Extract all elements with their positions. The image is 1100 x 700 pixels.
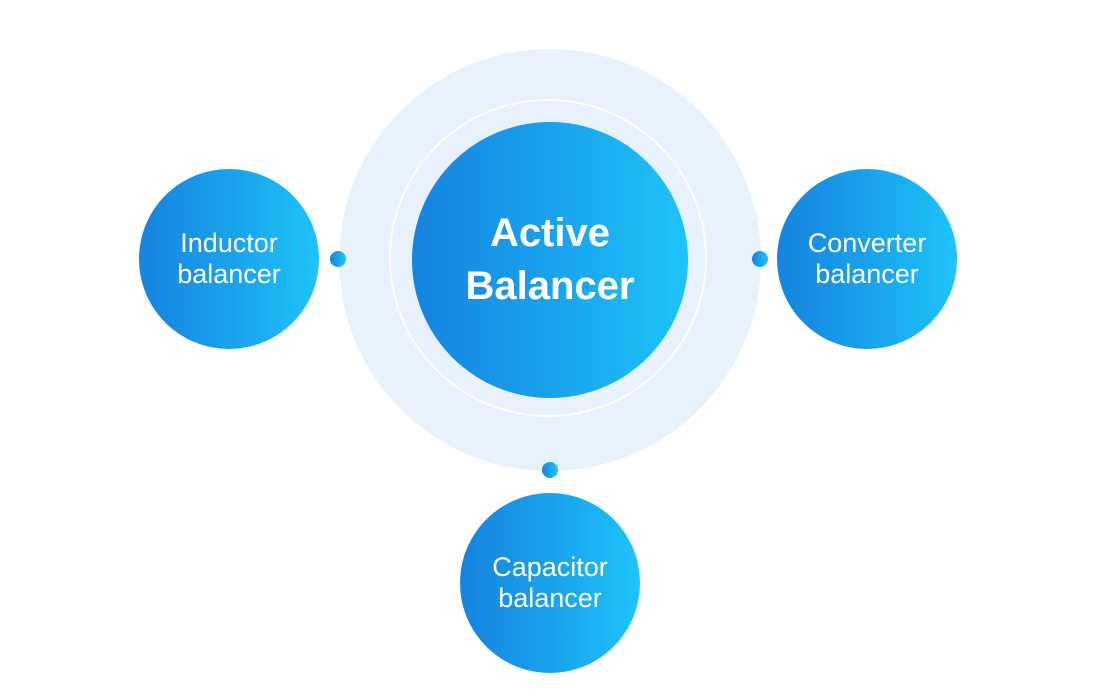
active-balancer-node: Active Balancer [412,122,688,398]
inductor-balancer-node: Inductor balancer [139,169,319,349]
converter-balancer-label-line1: Converter [807,228,927,258]
inductor-balancer-label-line1: Inductor [180,228,278,258]
converter-balancer-label-line2: balancer [815,259,919,289]
capacitor-balancer-label-line1: Capacitor [492,552,608,582]
connector-dot-left [330,251,346,267]
converter-balancer-node: Converter balancer [777,169,957,349]
active-balancer-title-line1: Active [489,211,611,255]
capacitor-balancer-node: Capacitor balancer [460,493,640,673]
inductor-balancer-label-line2: balancer [177,259,281,289]
active-balancer-title-line2: Balancer [465,264,635,308]
capacitor-balancer-label-line2: balancer [498,583,602,613]
center-inner-ring [389,99,707,417]
connector-dot-bottom [542,462,558,478]
connector-dot-right [752,251,768,267]
